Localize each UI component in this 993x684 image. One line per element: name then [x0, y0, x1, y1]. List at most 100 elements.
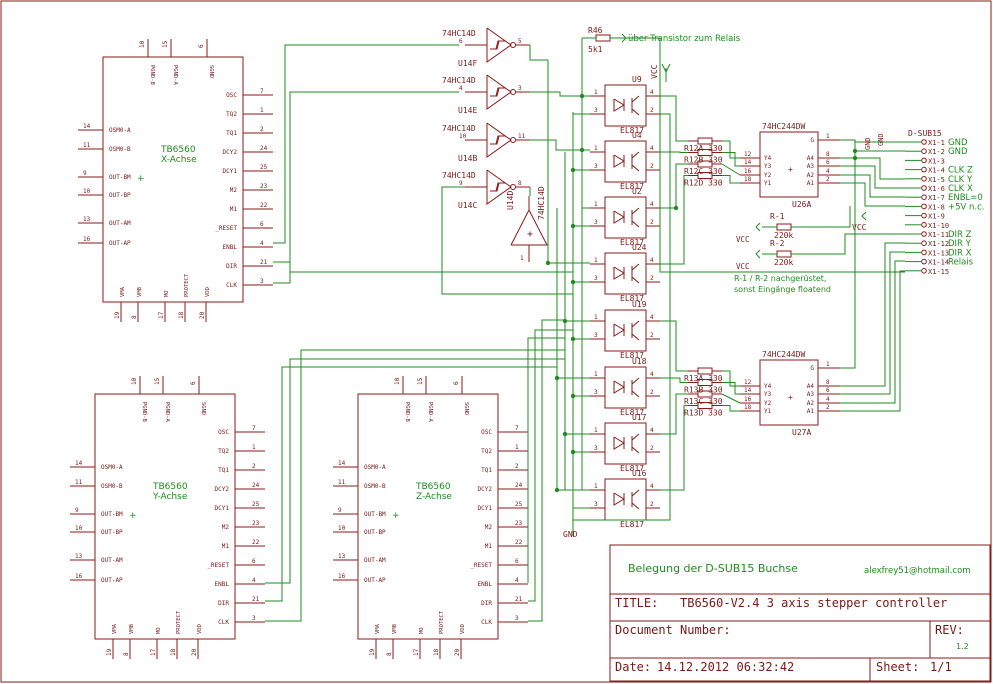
pin-number: 9 — [459, 180, 463, 187]
pin-number: 15 — [417, 377, 424, 385]
pin-number: 25 — [260, 164, 268, 171]
pin-number: 4 — [826, 168, 830, 175]
pin-name: OUT-BP — [364, 529, 386, 536]
pin-name: VDD — [205, 287, 211, 297]
wiring — [265, 37, 905, 622]
pin-name: SGND — [200, 402, 206, 415]
connector-signal: CLK Y — [948, 175, 973, 185]
pin-number: 18 — [170, 648, 177, 656]
pin-number: 13 — [83, 216, 91, 223]
opto-part: EL817 — [620, 294, 644, 303]
wire — [660, 151, 688, 153]
connector-pin-label: X1-5 — [928, 176, 945, 184]
inverter-ref: U14C — [458, 201, 477, 210]
pin-number: 3 — [594, 332, 598, 339]
connector-signal: ENBL=0 — [948, 193, 983, 203]
pin-name: _RESET — [215, 225, 237, 232]
pin-number: 10 — [83, 188, 91, 195]
pin-number: 14 — [83, 123, 91, 130]
connector-signal: DIR Y — [948, 239, 972, 249]
pin-number: 6 — [459, 38, 463, 45]
pin-number: 2 — [650, 219, 654, 226]
wire — [441, 186, 573, 295]
pin-number: 10 — [459, 133, 467, 140]
wire — [840, 270, 905, 412]
transistor-collector — [631, 320, 640, 328]
pin-name: _RESET — [470, 562, 492, 569]
pin-name: M1 — [222, 543, 230, 550]
junction-dot — [852, 148, 858, 154]
pin-name: MO — [419, 627, 425, 634]
pin-name: PGND-B — [404, 402, 410, 423]
resistor-label: R12A 330 — [684, 144, 723, 153]
pin-name: OSM0-A — [364, 464, 386, 471]
connector-pin — [921, 185, 927, 191]
connector-pin-label: X1-2 — [928, 148, 945, 156]
resistor-label: R12B 330 — [684, 156, 723, 165]
wire — [530, 91, 590, 97]
connector-signal: Relais — [948, 258, 974, 268]
led-triangle — [613, 380, 625, 394]
pin-number: 6 — [260, 221, 264, 228]
pin-number: 22 — [515, 539, 523, 546]
wire — [265, 358, 565, 584]
pin-name: OSM0-B — [364, 483, 386, 490]
resistor-r13b: R13B 330 — [684, 379, 723, 395]
pin-name: OUT-BP — [109, 192, 131, 199]
schmitt-mark — [492, 135, 505, 145]
connector-signal: CLK X — [948, 184, 973, 194]
pin-number: 11 — [83, 142, 91, 149]
pin-number: 8 — [131, 315, 138, 319]
junction-dot — [852, 155, 858, 161]
pin-number: 20 — [199, 311, 206, 319]
resistor-label: R13C 330 — [684, 397, 723, 406]
transistor-collector — [631, 151, 640, 159]
connector-pin — [921, 268, 927, 274]
pin-number: 18 — [178, 311, 185, 319]
pin-name: OUT-AM — [364, 557, 386, 564]
pin-number: 25 — [252, 501, 260, 508]
pin-number: 21 — [252, 596, 260, 603]
inverter-triangle — [486, 27, 512, 63]
resistor-r12a: R12A 330 — [684, 137, 723, 153]
pin-number: 4 — [515, 577, 519, 584]
pullup-note: R-1 / R-2 nachgerüstet, — [734, 274, 826, 283]
connector-pin-label: X1-15 — [928, 268, 949, 276]
pin-name: DCY2 — [215, 486, 230, 493]
pullup-ref: R-1 — [770, 212, 785, 221]
pin-number: 4 — [650, 201, 654, 208]
pin-number: 2 — [650, 389, 654, 396]
pullup-body — [776, 223, 792, 231]
pin-number: 14 — [75, 460, 83, 467]
wire — [840, 242, 905, 387]
pin-number: 13 — [75, 553, 83, 560]
pin-number: 11 — [518, 133, 526, 140]
resistor-r13c: R13C 330 — [684, 390, 723, 406]
led-triangle — [613, 266, 625, 280]
vcc-label: VCC — [852, 223, 867, 232]
opto-part: EL817 — [620, 408, 644, 417]
pin-number: 4 — [650, 257, 654, 264]
pin-number: 11 — [75, 479, 83, 486]
schmitt-mark — [490, 40, 503, 50]
pin-name: OUT-AP — [101, 577, 123, 584]
junction-dot — [554, 375, 560, 381]
led-triangle — [613, 323, 625, 337]
connector-pin — [921, 166, 927, 173]
pin-name: OSM0-B — [109, 146, 131, 153]
pin-name: DIR — [218, 600, 229, 607]
pin-number: 16 — [744, 396, 752, 403]
pullup-value: 220k — [774, 231, 793, 240]
wire — [529, 45, 548, 61]
pin-number: 10 — [338, 525, 346, 532]
led-triangle — [613, 154, 625, 168]
opto-ref: U2 — [632, 187, 642, 196]
wire — [840, 174, 905, 198]
